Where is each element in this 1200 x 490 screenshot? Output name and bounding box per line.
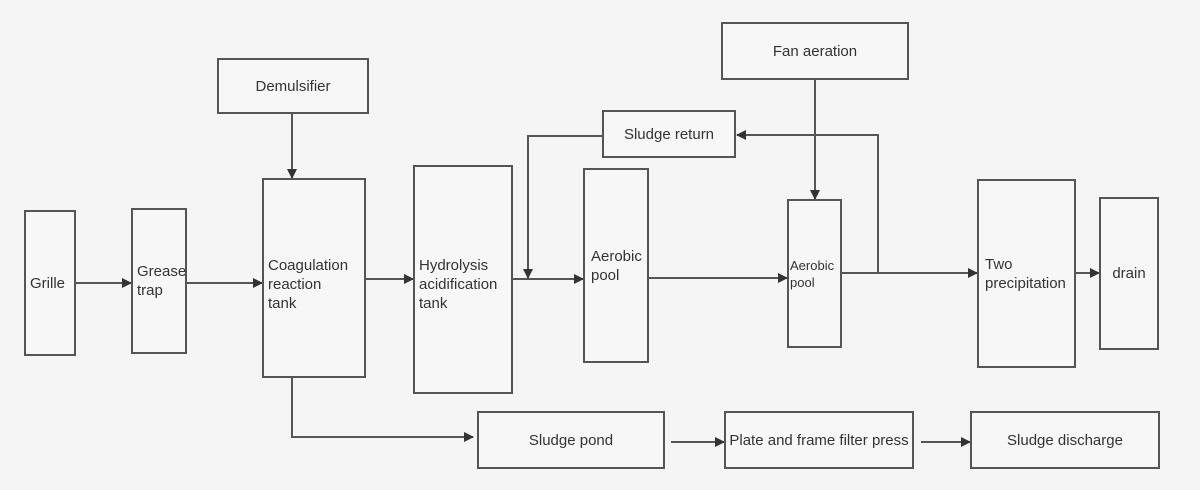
grease-trap-box: Grease trap [131,208,187,354]
demulsifier-box: Demulsifier [217,58,369,114]
filter-press-box: Plate and frame filter press [724,411,914,469]
hydrolysis-tank-label: Hydrolysis acidification tank [419,257,498,312]
sludge-pond-label: Sludge pond [528,431,614,449]
two-precipitation-label: Two precipitation [985,255,1066,292]
drain-label: drain [1112,265,1146,282]
fan-aeration-box: Fan aeration [721,22,909,80]
sludge-return-label: Sludge return [623,125,715,143]
sludge-discharge-label: Sludge discharge [1007,431,1123,449]
hydrolysis-tank-box: Hydrolysis acidification tank [413,165,513,394]
aerobic-pool-2-box: Aerobic pool [787,199,842,348]
arrow-sludge-return-down [523,135,602,279]
arrow-return-to-sludge-return [736,130,879,273]
grease-trap-label: Grease trap [137,263,187,299]
coagulation-tank-label: Coagulation reaction tank [268,257,349,312]
grille-label: Grille [30,274,66,292]
aerobic-pool-1-label: Aerobic pool [591,247,642,284]
two-precipitation-box: Two precipitation [977,179,1076,368]
sludge-pond-box: Sludge pond [477,411,665,469]
grille-box: Grille [24,210,76,356]
fan-aeration-label: Fan aeration [772,42,858,60]
filter-press-label: Plate and frame filter press [729,431,909,449]
demulsifier-label: Demulsifier [255,77,331,95]
sludge-return-box: Sludge return [602,110,736,158]
arrow-coagulation-to-sludge-pond [291,378,474,442]
drain-box: drain [1099,197,1159,350]
sludge-discharge-box: Sludge discharge [970,411,1160,469]
aerobic-pool-1-box: Aerobic pool [583,168,649,363]
coagulation-tank-box: Coagulation reaction tank [262,178,366,378]
aerobic-pool-2-label: Aerobic pool [790,257,835,290]
